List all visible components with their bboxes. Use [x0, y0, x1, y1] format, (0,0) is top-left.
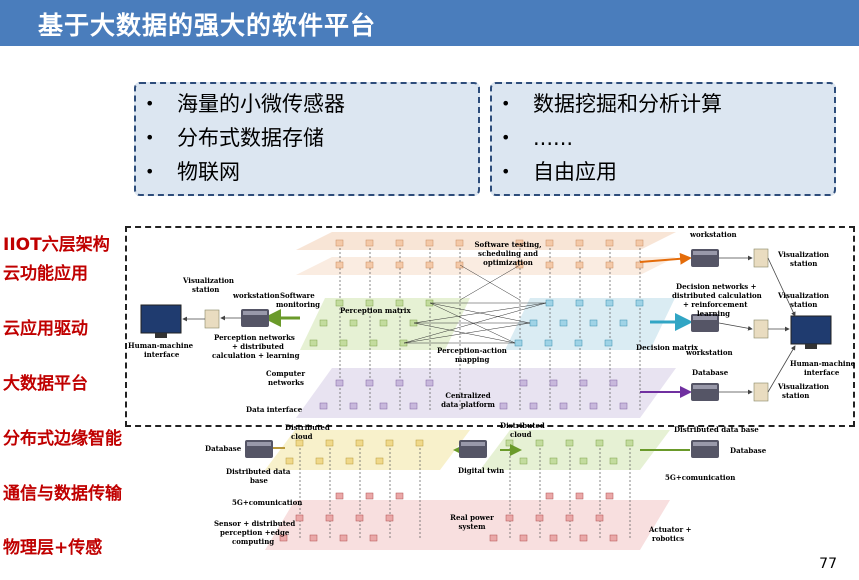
perception-networks-label: Perception networks [214, 333, 295, 342]
server-icon [245, 440, 273, 458]
distributed-db-label: base [250, 476, 268, 485]
perception-action-label: Perception-action [437, 346, 507, 355]
architecture-frame [125, 226, 855, 427]
distributed-data-base-label: Distributed data base [674, 425, 759, 434]
station-label: station [782, 391, 809, 400]
5g-right-label: 5G+comunication [665, 473, 735, 482]
station-label: station [790, 300, 817, 309]
title-bar [0, 0, 859, 46]
server-icon [691, 249, 719, 267]
label-big-data-platform: 大数据平台 [3, 374, 88, 394]
label-iiot-six-layer: IIOT六层架构 [3, 235, 110, 255]
label-cloud-function: 云功能应用 [3, 264, 88, 284]
label-edge-intelligence: 分布式边缘智能 [3, 429, 122, 449]
distributed-cloud-label: Distributed [285, 423, 330, 432]
perception-networks-label: calculation + learning [212, 351, 300, 360]
bullet-item: 数据挖掘和分析计算 [492, 87, 834, 121]
hmi-label: interface [144, 350, 180, 359]
station-label: station [192, 285, 219, 294]
sensor-label: Sensor + distributed [214, 519, 295, 528]
bullet-item: 物联网 [136, 155, 478, 189]
5g-left-label: 5G+comunication [232, 498, 302, 507]
decision-networks-label: Decision networks + [676, 282, 757, 291]
decision-matrix-label: Decision matrix [636, 343, 699, 352]
visualization-station-icon [204, 309, 220, 329]
bullet-item: 分布式数据存储 [136, 121, 478, 155]
centralized-label: Centralized [445, 391, 490, 400]
software-testing-text: Software testing, [474, 240, 541, 249]
data-interface-label: Data interface [246, 405, 303, 414]
distributed-cloud-label: cloud [291, 432, 313, 441]
computer-networks-label: Computer [266, 369, 305, 378]
database-right-label: Database [692, 368, 729, 377]
monitor-icon [790, 315, 832, 349]
bullet-item: 自由应用 [492, 155, 834, 189]
centralized-label: data platform [441, 400, 495, 409]
sensor-label: computing [232, 537, 274, 546]
perception-action-label: mapping [455, 355, 489, 364]
visualization-label: Visualization [777, 250, 829, 259]
page-title: 基于大数据的强大的软件平台 [38, 11, 377, 40]
sensor-label: perception +edge [220, 528, 290, 537]
real-power-label: Real power [450, 513, 494, 522]
database-right2-label: Database [730, 446, 767, 455]
server-icon [459, 440, 487, 458]
perception-networks-label: + distributed [232, 342, 284, 351]
server-icon [691, 383, 719, 401]
visualization-station-icon [753, 319, 769, 339]
left-bullet-box: 海量的小微传感器 分布式数据存储 物联网 [134, 82, 480, 196]
server-icon [691, 440, 719, 458]
visualization-label: Visualization [182, 276, 234, 285]
workstation-right-label: workstation [685, 348, 733, 357]
server-icon [241, 309, 269, 327]
decision-networks-label: distributed calculation [672, 291, 762, 300]
computer-networks-label: networks [268, 378, 304, 387]
station-label: station [790, 259, 817, 268]
label-communication: 通信与数据传输 [3, 484, 122, 504]
database-left-label: Database [205, 444, 242, 453]
decision-networks-label: + reinforcement [683, 300, 748, 309]
distributed-cloud-label: cloud [510, 430, 532, 439]
decision-networks-label: learning [697, 309, 730, 318]
distributed-cloud-label: Distributed [500, 421, 545, 430]
hmi-label: Human-machine [128, 341, 194, 350]
software-monitoring-label: monitoring [276, 300, 320, 309]
visualization-label: Visualization [777, 291, 829, 300]
software-monitoring-label: Software [280, 291, 315, 300]
visualization-label: Visualization [777, 382, 829, 391]
perception-matrix-label: Perception matrix [340, 306, 411, 315]
digital-twin-label: Digital twin [458, 466, 504, 475]
actuator-label: robotics [652, 534, 684, 543]
server-icon [691, 314, 719, 332]
distributed-db-label: Distributed data [226, 467, 291, 476]
visualization-station-icon [753, 382, 769, 402]
bullet-item: ...... [492, 121, 834, 155]
right-bullet-box: 数据挖掘和分析计算 ...... 自由应用 [490, 82, 836, 196]
workstation-left-label: workstation [232, 291, 280, 300]
optimization-text: optimization [483, 258, 533, 267]
visualization-station-icon [753, 248, 769, 268]
physical-layer [265, 500, 670, 550]
edge-right-layer [480, 430, 670, 470]
label-cloud-driver: 云应用驱动 [3, 319, 88, 339]
hmi-label: Human-machine [790, 359, 856, 368]
monitor-icon [140, 304, 182, 338]
page-number: 77 [819, 556, 837, 572]
workstation-top-label: workstation [689, 230, 737, 239]
label-physical-layer: 物理层+传感 [3, 538, 103, 558]
software-layer-base [296, 257, 676, 275]
real-power-label: system [458, 522, 486, 531]
actuator-label: Actuator + [648, 525, 692, 534]
scheduling-text: scheduling and [478, 249, 538, 258]
bullet-item: 海量的小微传感器 [136, 87, 478, 121]
hmi-label: interface [804, 368, 840, 377]
